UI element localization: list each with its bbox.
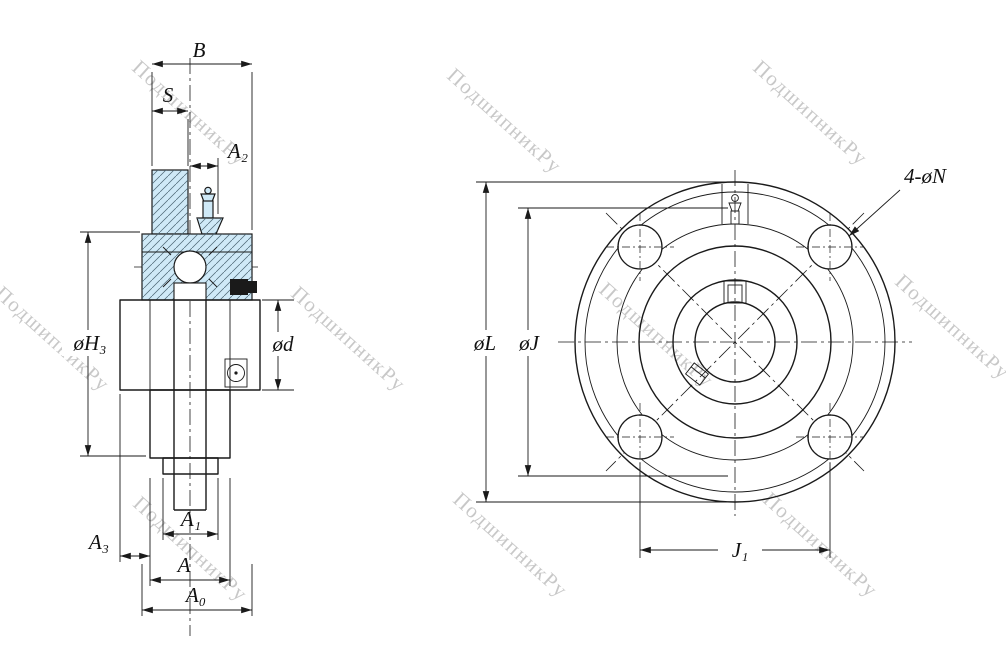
grease-nipple-ball-front bbox=[731, 194, 739, 202]
dim-label-d: ød bbox=[272, 332, 295, 356]
side-section-view: B S A₂ øH₃ ød bbox=[62, 38, 304, 636]
watermark-text: ПодшипникРу bbox=[286, 281, 410, 396]
inner-ring-section bbox=[173, 282, 207, 301]
flange-circles bbox=[574, 181, 896, 503]
dim-label-h3: øH₃ bbox=[73, 331, 107, 355]
grease-nipple-stem bbox=[202, 200, 214, 219]
dim-label-j: øJ bbox=[518, 331, 541, 355]
dim-label-a1: A₁ bbox=[179, 507, 201, 531]
top-set-screw-inner bbox=[727, 284, 743, 304]
dim-label-a3: A₃ bbox=[87, 530, 109, 554]
dim-L: øL bbox=[462, 181, 727, 503]
dim-S: S bbox=[152, 83, 189, 166]
flange-bolt-hole bbox=[227, 364, 245, 382]
dim-label-a: A bbox=[176, 553, 191, 577]
bearing-ball bbox=[173, 250, 207, 284]
flange-bolt-hole-box bbox=[224, 358, 248, 388]
watermark-text: ПодшипникРу bbox=[748, 55, 872, 170]
bolt-hole-centermarks bbox=[606, 213, 864, 471]
watermark-text: ПодшипникРу bbox=[758, 487, 882, 602]
dim-label-a0: A₀ bbox=[184, 583, 206, 607]
set-screw-body bbox=[230, 279, 248, 295]
dim-J: øJ bbox=[508, 207, 728, 477]
flange-rim-circle bbox=[584, 191, 886, 493]
dim-A1: A₁ bbox=[162, 478, 219, 540]
watermark-text: ПодшипникРу bbox=[890, 269, 1006, 384]
watermark-text: ПодшипникРу bbox=[448, 487, 572, 602]
dim-J1: J₁ bbox=[639, 463, 831, 562]
watermark-text: ПодшипникРу bbox=[442, 63, 566, 178]
side-set-screw bbox=[684, 362, 710, 386]
dim-label-s: S bbox=[163, 83, 174, 107]
dim-A0: A₀ bbox=[141, 564, 253, 616]
dim-A: A bbox=[150, 478, 231, 586]
bolt-holes bbox=[606, 213, 864, 471]
dim-A3: A₃ bbox=[87, 394, 151, 586]
dim-A2: A₂ bbox=[190, 139, 248, 214]
cartridge-body-outline bbox=[119, 299, 261, 511]
grease-fitting-front bbox=[721, 184, 749, 225]
shaft-bore-circle bbox=[694, 301, 776, 383]
insert-outer-circle bbox=[672, 279, 798, 405]
bearing-internals bbox=[142, 246, 257, 301]
grease-nipple-ball bbox=[204, 186, 212, 195]
barrel-step bbox=[162, 457, 219, 475]
front-view: øL øJ J₁ 4-øN bbox=[462, 164, 947, 562]
front-view-centerlines bbox=[558, 170, 912, 516]
dim-label-b: B bbox=[193, 38, 206, 62]
dim-H3: øH₃ bbox=[62, 231, 146, 457]
set-screws-front bbox=[684, 280, 747, 386]
flange-bolt-hole-center bbox=[234, 371, 238, 375]
dim-d: ød bbox=[262, 299, 304, 391]
cartridge-circle bbox=[638, 245, 832, 439]
dim-label-a2: A₂ bbox=[226, 139, 248, 163]
dim-B: B bbox=[151, 38, 253, 230]
grease-nipple-stem-front bbox=[730, 210, 740, 225]
flange-outer-circle bbox=[574, 181, 896, 503]
set-screw-head bbox=[248, 281, 257, 293]
dim-label-j1: J₁ bbox=[732, 538, 749, 562]
dim-label-l: øL bbox=[473, 331, 496, 355]
dim-label-n: 4-øN bbox=[904, 164, 947, 188]
watermark-text: ПодшипникРу bbox=[594, 277, 718, 392]
callout-N: 4-øN bbox=[848, 164, 947, 237]
